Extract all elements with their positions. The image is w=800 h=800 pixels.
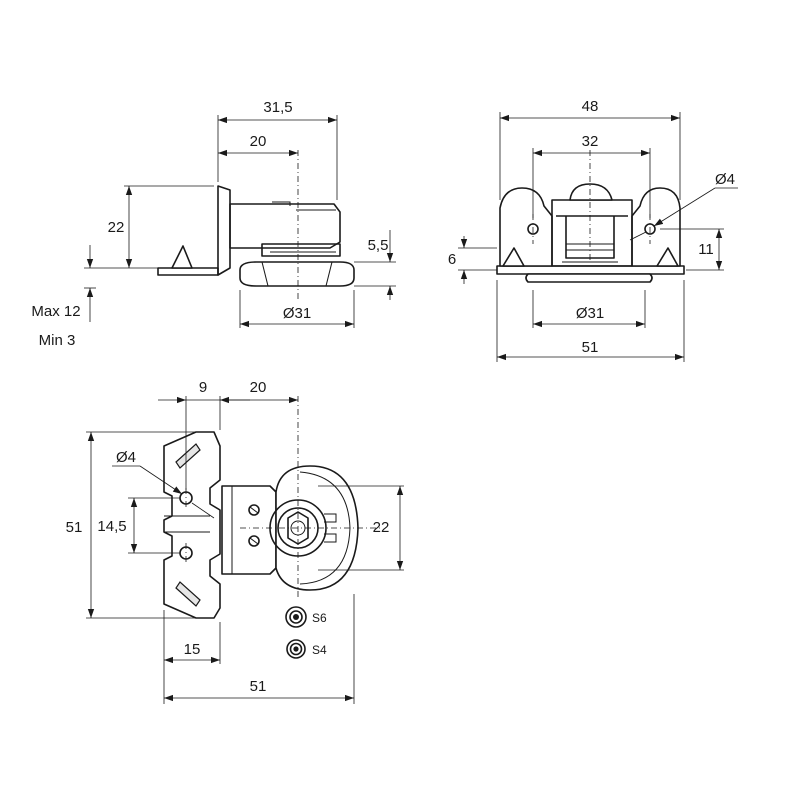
top-dim-hole: Ø4 [116, 449, 136, 466]
side-view-part [157, 150, 355, 300]
top-dim-center: 20 [250, 379, 267, 396]
front-dim-hole: Ø4 [715, 171, 735, 188]
front-dim-left-height: 6 [448, 251, 456, 268]
side-dim-diameter: Ø31 [283, 305, 311, 322]
top-dim-offset: 9 [199, 379, 207, 396]
side-note-min: Min 3 [39, 332, 76, 349]
front-dim-right-height: 11 [698, 241, 714, 258]
front-dim-hole-spacing: 32 [582, 133, 599, 150]
front-view: 48 32 Ø4 6 11 Ø31 51 [448, 98, 738, 362]
top-view-part [163, 396, 380, 659]
side-view: 31,5 20 22 5,5 Ø31 Max 12 Min 3 [31, 99, 396, 349]
top-dim-height: 51 [66, 519, 83, 536]
top-view: 9 20 Ø4 51 14,5 22 15 51 S6 S4 [66, 379, 404, 704]
top-dim-width: 51 [250, 678, 267, 695]
top-dim-cup: 22 [373, 519, 390, 536]
screw-label-s4: S4 [312, 643, 327, 657]
top-dim-tab: 15 [184, 641, 201, 658]
side-note-max: Max 12 [31, 303, 80, 320]
top-dim-hole-pitch: 14,5 [97, 518, 126, 535]
front-dim-diameter: Ø31 [576, 305, 604, 322]
front-dim-base-width: 51 [582, 339, 599, 356]
side-dim-foot: 5,5 [368, 237, 389, 254]
front-dim-total-width: 48 [582, 98, 599, 115]
front-view-part [496, 150, 685, 283]
side-dim-height: 22 [108, 219, 125, 236]
side-dim-width-inner: 20 [250, 133, 267, 150]
screw-label-s6: S6 [312, 611, 327, 625]
side-dim-width-outer: 31,5 [263, 99, 292, 116]
